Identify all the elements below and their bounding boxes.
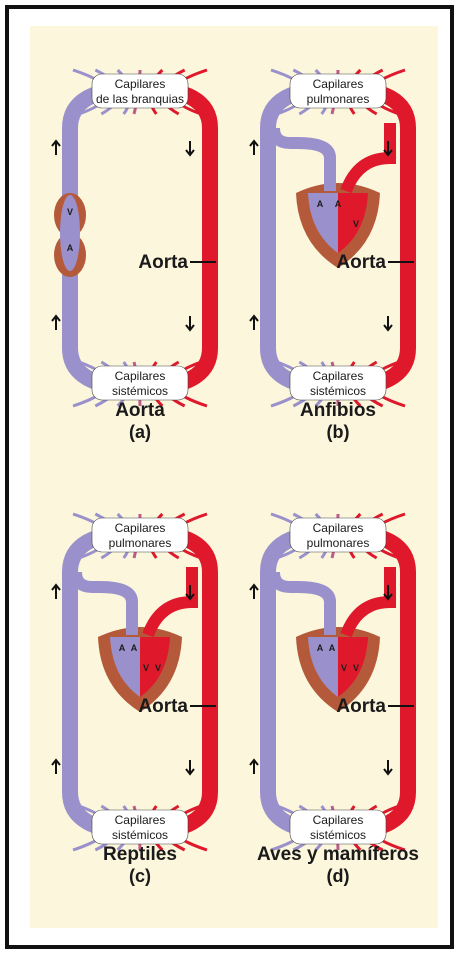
capillary-label-line-1: Capilares xyxy=(313,521,364,535)
capillary-label-line-2: pulmonares xyxy=(109,536,172,550)
panel-letter: (a) xyxy=(129,422,151,442)
heart-chamber-mark: V xyxy=(155,663,161,673)
capillary-label-line-1: Capilares xyxy=(313,813,364,827)
heart-chamber-mark: A xyxy=(317,199,324,209)
pulmonary-artery xyxy=(274,572,330,635)
heart-chamber-mark: A xyxy=(317,643,324,653)
capillary-label-line-1: Capilares xyxy=(115,813,166,827)
capillary-label-line-2: pulmonares xyxy=(307,92,370,106)
arrow-down-icon xyxy=(384,316,392,330)
arrow-down-icon xyxy=(186,760,194,774)
capillary-label-line-2: pulmonares xyxy=(307,536,370,550)
panel-caption: Reptiles xyxy=(103,844,177,865)
capillary-label-line-2: sistémicos xyxy=(112,384,168,398)
heart-chamber-mark: V xyxy=(353,219,359,229)
arrow-down-icon xyxy=(384,760,392,774)
aorta-label: Aorta xyxy=(138,252,188,273)
panel-caption: Aorta xyxy=(115,400,165,421)
capillary-label-line-1: Capilares xyxy=(313,77,364,91)
pulmonary-artery xyxy=(76,572,132,635)
heart-chamber-mark: A xyxy=(119,643,126,653)
aorta-label: Aorta xyxy=(336,252,386,273)
heart: VA xyxy=(54,193,86,277)
capillary-label-line-2: sistémicos xyxy=(310,828,366,842)
aorta-label: Aorta xyxy=(138,696,188,717)
arrow-up-icon xyxy=(52,141,60,155)
artery-loop xyxy=(140,88,210,388)
panel-caption: Aves y mamíferos xyxy=(257,844,419,865)
capillary-label-line-2: sistémicos xyxy=(112,828,168,842)
arrow-down-icon xyxy=(186,141,194,155)
panel-letter: (c) xyxy=(129,866,151,886)
capillary-label-line-1: Capilares xyxy=(115,77,166,91)
pulmonary-artery xyxy=(274,128,330,191)
heart-chamber-mark: V xyxy=(67,207,73,217)
capillary-label-line-1: Capilares xyxy=(115,369,166,383)
heart-chamber-mark: A xyxy=(131,643,138,653)
capillary-label-line-2: sistémicos xyxy=(310,384,366,398)
arrow-up-icon xyxy=(250,585,258,599)
arrow-up-icon xyxy=(250,316,258,330)
panel-caption: Anfibios xyxy=(300,400,376,421)
arrow-down-icon xyxy=(186,316,194,330)
capillary-label-line-2: de las branquias xyxy=(96,92,184,106)
panel-letter: (d) xyxy=(327,866,350,886)
heart-chamber-mark: V xyxy=(341,663,347,673)
arrow-up-icon xyxy=(52,316,60,330)
heart-chamber-mark: A xyxy=(67,243,74,253)
capillary-label-line-1: Capilares xyxy=(313,369,364,383)
capillary-label-line-1: Capilares xyxy=(115,521,166,535)
pulmonary-vein xyxy=(148,567,192,635)
heart: A A V xyxy=(274,123,390,268)
pulmonary-vein xyxy=(346,567,390,635)
arrow-up-icon xyxy=(250,141,258,155)
heart-chamber-mark: V xyxy=(353,663,359,673)
heart-chamber-mark: V xyxy=(143,663,149,673)
vein-loop xyxy=(70,88,140,388)
pulmonary-vein xyxy=(346,123,390,191)
arrow-up-icon xyxy=(52,760,60,774)
arrow-up-icon xyxy=(250,760,258,774)
heart-chamber-mark: A xyxy=(335,199,342,209)
panel-letter: (b) xyxy=(327,422,350,442)
heart-chamber-mark: A xyxy=(329,643,336,653)
aorta-label: Aorta xyxy=(336,696,386,717)
arrow-up-icon xyxy=(52,585,60,599)
